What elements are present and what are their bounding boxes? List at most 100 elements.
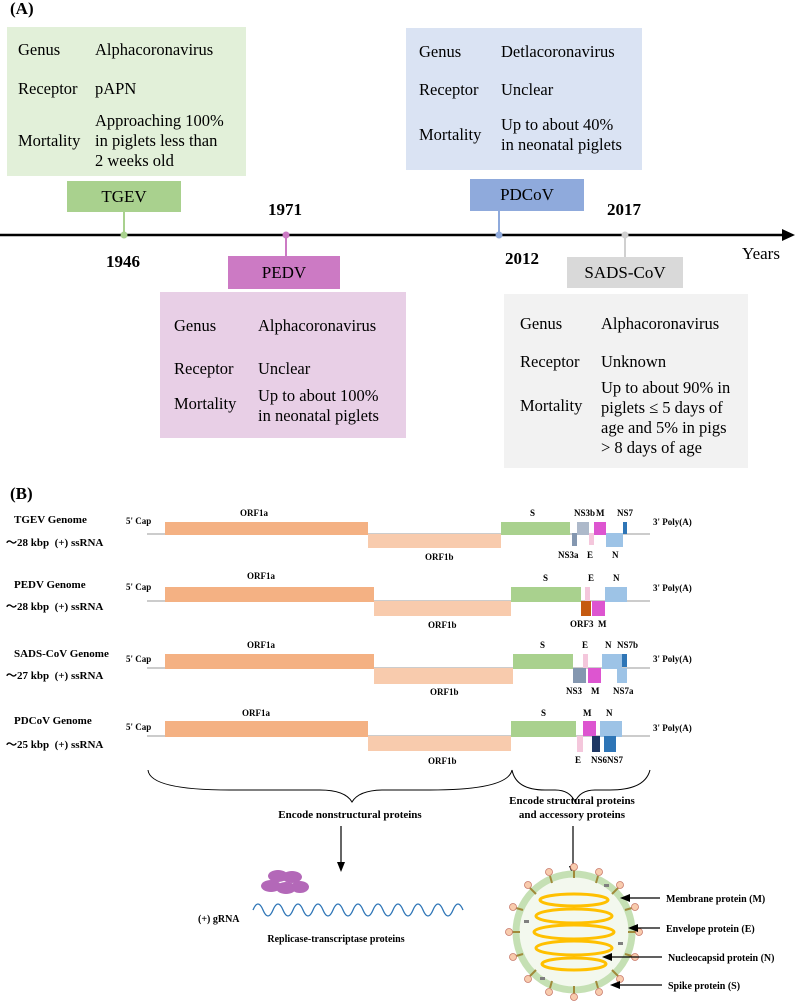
n-block <box>600 721 622 737</box>
m-block <box>583 721 596 736</box>
sads-genus-value: Alphacoronavirus <box>601 314 720 333</box>
pdcov-receptor-value: Unclear <box>501 80 554 99</box>
pdcov-genus-key: Genus <box>419 42 462 61</box>
tgev-tag: TGEV <box>67 181 181 212</box>
timeline <box>0 211 795 257</box>
ns3-block <box>573 668 586 683</box>
year-1946: 1946 <box>106 252 140 271</box>
tgev-genus-key: Genus <box>18 40 61 59</box>
orf1b-block <box>368 736 511 751</box>
structural-caption-line1: Encode structural proteins <box>509 795 635 807</box>
pedv-receptor-key: Receptor <box>174 359 234 378</box>
genome-row-sads: 5' Cap 3' Poly(A) ORF1a ORF1b S E N NS7b… <box>126 640 692 697</box>
orf1b-label: ORF1b <box>428 620 457 630</box>
genome-name-pdcov: PDCoV Genome <box>14 715 92 727</box>
grna-wave <box>252 903 464 917</box>
year-2012: 2012 <box>505 249 539 268</box>
ns6-block <box>592 736 600 752</box>
cap-label: 5' Cap <box>126 582 151 592</box>
orf1a-label: ORF1a <box>247 640 275 650</box>
sads-receptor-value: Unknown <box>601 352 667 371</box>
sads-tag: SADS-CoV <box>567 257 683 288</box>
orf1a-block <box>165 587 374 602</box>
s-block <box>511 587 581 602</box>
gene-label: NS3 <box>566 686 583 696</box>
panel-b-label: (B) <box>10 484 33 503</box>
cap-label: 5' Cap <box>126 654 151 664</box>
tgev-mortality-key: Mortality <box>18 131 81 150</box>
ns7-block <box>604 736 616 752</box>
genome-row-pedv: 5' Cap 3' Poly(A) ORF1a ORF1b S E N ORF3… <box>126 571 692 630</box>
tgev-mortality-value: Approaching 100% in piglets less than 2 … <box>95 111 224 170</box>
sads-mortality-key: Mortality <box>520 396 583 415</box>
gene-label: N <box>612 550 619 560</box>
nonstructural-caption: Encode nonstructural proteins <box>278 809 422 821</box>
sads-info-box: Genus Alphacoronavirus Receptor Unknown … <box>504 294 748 468</box>
m-block <box>592 601 605 616</box>
envelope-label: Envelope protein (E) <box>666 924 755 935</box>
pedv-genus-key: Genus <box>174 316 217 335</box>
nonstructural-brace <box>147 769 513 803</box>
ribosome-icon <box>261 870 309 894</box>
gene-label: NS7a <box>613 686 634 696</box>
e-block <box>585 587 590 601</box>
ns7a-block <box>617 668 627 683</box>
genome-name-sads: SADS-CoV Genome <box>14 648 109 660</box>
structural-brace <box>511 769 651 804</box>
gene-label: S <box>541 708 546 718</box>
genome-size-pdcov: ～25 kbp (+) ssRNA <box>6 739 104 751</box>
spike-proteins <box>512 870 636 994</box>
gene-label: M <box>591 686 600 696</box>
m-block <box>588 668 601 683</box>
polya-label: 3' Poly(A) <box>653 583 692 593</box>
year-2017: 2017 <box>607 200 641 219</box>
genome-row-pdcov: 5' Cap 3' Poly(A) ORF1a ORF1b S M N E NS… <box>126 708 692 766</box>
orf1b-label: ORF1b <box>428 756 457 766</box>
pdcov-info-box: Genus Detlacoronavirus Receptor Unclear … <box>406 28 642 170</box>
n-block <box>602 654 622 669</box>
tgev-receptor-key: Receptor <box>18 79 78 98</box>
orf1b-block <box>374 668 513 684</box>
orf1b-block <box>368 534 501 548</box>
gene-label: S <box>543 573 548 583</box>
panel-a-label: (A) <box>10 0 34 18</box>
pdcov-genus-value: Detlacoronavirus <box>501 42 615 61</box>
pedv-genus-value: Alphacoronavirus <box>258 316 377 335</box>
structural-caption-line2: and accessory proteins <box>519 809 626 821</box>
pedv-mortality-value: Up to about 100% in neonatal piglets <box>258 386 379 425</box>
gene-label: E <box>582 640 588 650</box>
gene-label: N <box>605 640 612 650</box>
gene-label: N <box>606 708 613 718</box>
genome-name-tgev: TGEV Genome <box>14 514 87 526</box>
arrow-to-grna-head <box>337 862 345 872</box>
membrane-proteins <box>524 884 623 980</box>
gene-label: S <box>530 508 535 518</box>
pdcov-mortality-key: Mortality <box>419 125 482 144</box>
pdcov-receptor-key: Receptor <box>419 80 479 99</box>
nucleocapsid-coil <box>532 892 616 972</box>
ns3a-block <box>572 533 577 546</box>
ns3b-block <box>577 522 589 535</box>
gene-label: NS7 <box>607 755 624 765</box>
tgev-info-box: Genus Alphacoronavirus Receptor pAPN Mor… <box>7 27 246 176</box>
genome-name-pedv: PEDV Genome <box>14 579 86 591</box>
gene-label: NS3a <box>558 550 579 560</box>
orf1a-block <box>165 522 368 535</box>
ns7b-block <box>622 654 627 667</box>
gene-label: NS6 <box>591 755 608 765</box>
ns7-block <box>623 522 627 534</box>
orf1a-block <box>165 721 368 737</box>
e-block <box>577 736 583 752</box>
membrane-label: Membrane protein (M) <box>666 894 765 905</box>
gene-label: E <box>575 755 581 765</box>
e-block <box>589 533 594 545</box>
nucleocapsid-label: Nucleocapsid protein (N) <box>668 953 774 964</box>
orf1a-label: ORF1a <box>247 571 275 581</box>
orf1b-label: ORF1b <box>425 552 454 562</box>
gene-label: E <box>588 573 594 583</box>
polya-label: 3' Poly(A) <box>653 517 692 527</box>
gene-label: M <box>596 508 605 518</box>
e-block <box>583 654 588 668</box>
gene-label: N <box>613 573 620 583</box>
sads-receptor-key: Receptor <box>520 352 580 371</box>
